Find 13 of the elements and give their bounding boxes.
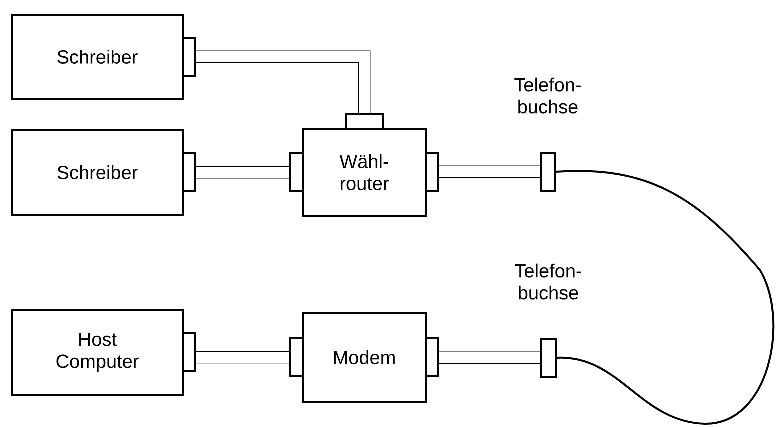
device-box: Schreiber <box>11 128 196 216</box>
cable <box>439 166 540 178</box>
device-box: Host Computer <box>11 308 196 396</box>
cable <box>439 352 540 364</box>
phone-cable <box>556 170 774 425</box>
cable <box>196 351 289 364</box>
device-box: Modem <box>289 312 439 403</box>
jack-label: Telefon- buchse <box>515 264 582 300</box>
cable <box>196 166 289 179</box>
cable <box>196 50 371 113</box>
device-box: Schreiber <box>11 14 196 100</box>
device-box: Wähl- router <box>289 113 439 217</box>
jack-label: Telefon- buchse <box>514 78 581 114</box>
